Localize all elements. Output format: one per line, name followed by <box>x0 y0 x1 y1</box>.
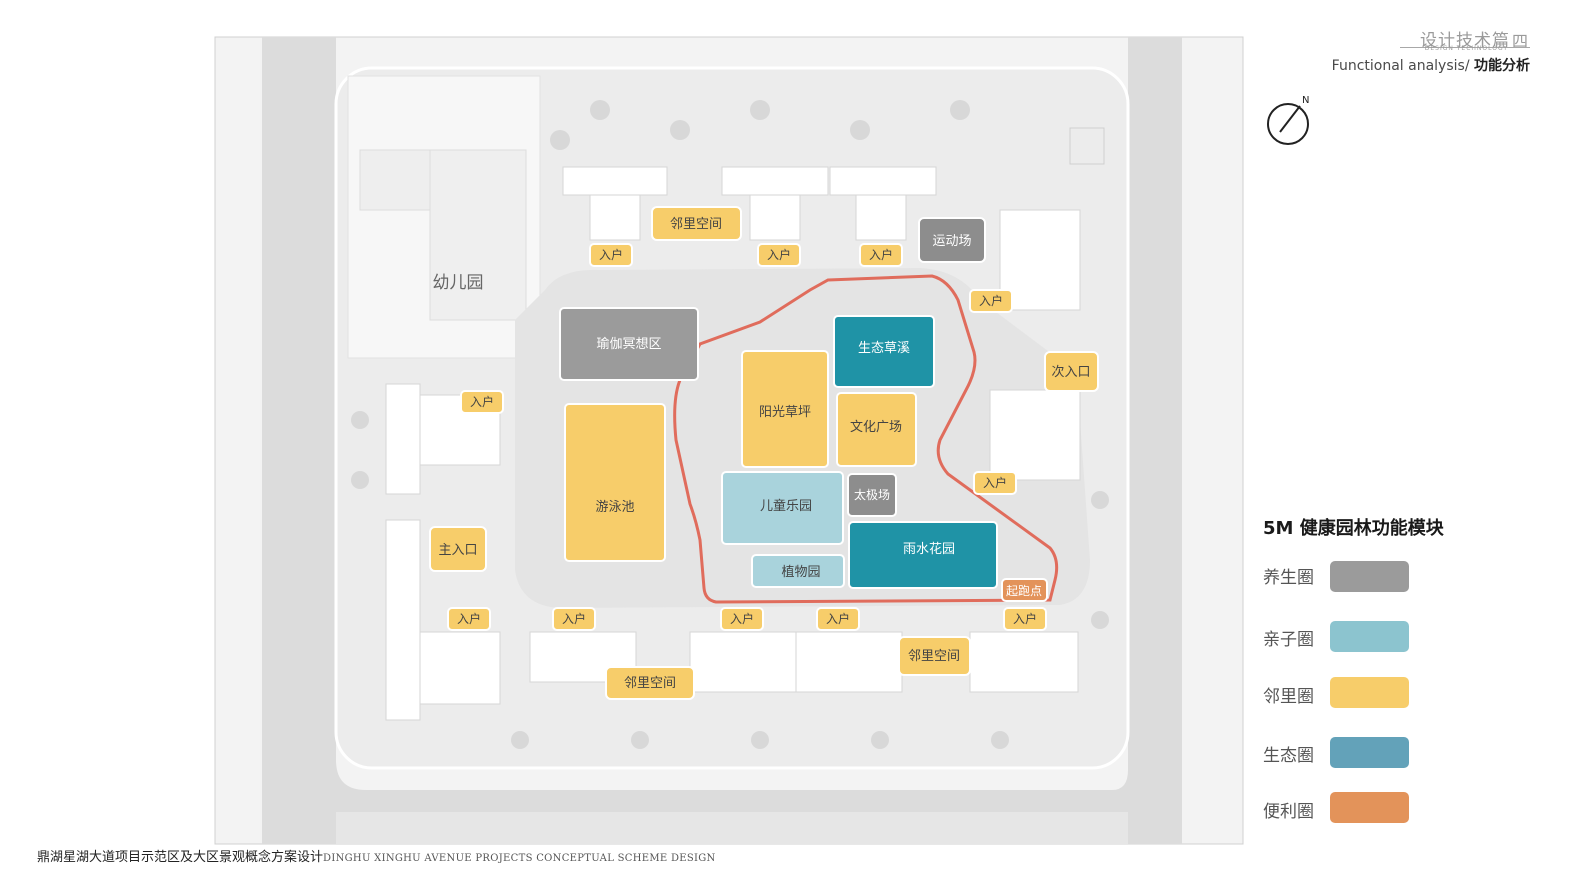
secondary-entrance: 次入口 <box>1044 351 1099 392</box>
unit-entry-4: 入户 <box>969 289 1013 313</box>
zone-eco-creek-label: 生态草溪 <box>858 341 910 356</box>
legend-title: 5M 健康园林功能模块 <box>1263 518 1444 539</box>
kindergarten-label: 幼儿园 <box>433 273 484 293</box>
footer-title: 鼎湖星湖大道项目示范区及大区景观概念方案设计DINGHU XINGHU AVEN… <box>37 846 716 865</box>
unit-entry-9: 入户 <box>720 607 764 631</box>
zone-taichi-label: 太极场 <box>854 487 890 502</box>
kindergarten-building <box>429 149 527 321</box>
zone-sun-lawn: 阳光草坪 <box>741 350 829 468</box>
unit-entry-2: 入户 <box>757 243 801 267</box>
legend-label-yangsheng: 养生圈 <box>1263 568 1314 588</box>
header-rule <box>1400 47 1530 48</box>
neighbor-space-north-label: 邻里空间 <box>670 217 722 232</box>
road-south-lane <box>336 812 1128 844</box>
legend-swatch-linli <box>1330 677 1409 708</box>
zone-sports: 运动场 <box>918 217 986 263</box>
unit-entry-label: 入户 <box>562 611 586 626</box>
unit-entry-7: 入户 <box>447 607 491 631</box>
unit-entry-6: 入户 <box>973 471 1017 495</box>
neighbor-space-se-label: 邻里空间 <box>908 649 960 664</box>
unit-entry-label: 入户 <box>1013 611 1037 626</box>
unit-entry-label: 入户 <box>979 293 1003 308</box>
unit-entry-label: 入户 <box>826 611 850 626</box>
unit-entry-label: 入户 <box>470 394 494 409</box>
legend-swatch-qinzi <box>1330 621 1409 652</box>
zone-taichi: 太极场 <box>847 473 897 517</box>
zone-culture-plaza-label: 文化广场 <box>850 420 902 435</box>
compass-north-label: N <box>1302 95 1309 106</box>
zone-eco-creek: 生态草溪 <box>833 315 935 388</box>
zone-kids-park-label: 儿童乐园 <box>760 498 812 514</box>
zone-rain-garden: 雨水花园 <box>848 521 998 589</box>
page-title-cn: 功能分析 <box>1474 58 1530 74</box>
section-title-cn: 设计技术篇 <box>1420 31 1510 51</box>
legend-label-shengtai: 生态圈 <box>1263 746 1314 766</box>
unit-entry-1: 入户 <box>589 243 633 267</box>
unit-entry-3: 入户 <box>859 243 903 267</box>
page-title-en: Functional analysis/ <box>1331 58 1470 74</box>
footer-title-cn: 鼎湖星湖大道项目示范区及大区景观概念方案设计 <box>37 850 324 865</box>
zone-pool: 游泳池 <box>564 403 666 562</box>
unit-entry-label: 入户 <box>730 611 754 626</box>
kindergarten-court <box>359 149 431 211</box>
unit-entry-5: 入户 <box>460 390 504 414</box>
zone-culture-plaza: 文化广场 <box>836 392 917 467</box>
neighbor-space-south-east: 邻里空间 <box>898 636 971 676</box>
neighbor-space-north: 邻里空间 <box>651 206 742 241</box>
unit-entry-label: 入户 <box>983 475 1007 490</box>
neighbor-space-south-west: 邻里空间 <box>605 666 695 700</box>
legend-swatch-bianli <box>1330 792 1409 823</box>
buildings <box>385 166 1081 721</box>
zone-kids-park: 儿童乐园 <box>721 471 844 545</box>
unit-entry-11: 入户 <box>1003 607 1047 631</box>
corner-pavilion <box>1069 127 1105 165</box>
zone-yoga: 瑜伽冥想区 <box>559 307 699 381</box>
trees <box>351 100 1109 749</box>
secondary-entrance-label: 次入口 <box>1051 364 1090 380</box>
zone-botanical: 植物园 <box>751 554 845 588</box>
unit-entry-label: 入户 <box>599 247 623 262</box>
zone-sun-lawn-label: 阳光草坪 <box>759 405 811 420</box>
main-entrance-label: 主入口 <box>438 543 477 558</box>
zone-botanical-label: 植物园 <box>781 565 820 580</box>
legend-label-qinzi: 亲子圈 <box>1263 630 1314 650</box>
zone-start-point: 起跑点 <box>1001 578 1048 602</box>
unit-entry-8: 入户 <box>552 607 596 631</box>
page-title: Functional analysis/ 功能分析 <box>1332 55 1530 75</box>
unit-entry-label: 入户 <box>457 611 481 626</box>
legend-swatch-shengtai <box>1330 737 1409 768</box>
unit-entry-label: 入户 <box>767 247 791 262</box>
zone-pool-label: 游泳池 <box>595 500 634 515</box>
chapter-numeral: 四 <box>1512 32 1529 51</box>
footer-title-en: DINGHU XINGHU AVENUE PROJECTS CONCEPTUAL… <box>323 853 716 864</box>
compass-icon: N <box>1267 95 1309 145</box>
zone-sports-label: 运动场 <box>932 234 971 249</box>
unit-entry-label: 入户 <box>869 247 893 262</box>
zone-rain-garden-label: 雨水花园 <box>903 541 955 557</box>
neighbor-space-sw-label: 邻里空间 <box>624 676 676 691</box>
main-entrance: 主入口 <box>429 526 487 572</box>
zone-yoga-label: 瑜伽冥想区 <box>596 336 661 352</box>
road-west <box>262 37 336 844</box>
legend-label-bianli: 便利圈 <box>1263 802 1314 822</box>
legend-label-linli: 邻里圈 <box>1263 687 1314 707</box>
unit-entry-10: 入户 <box>816 607 860 631</box>
road-east <box>1128 37 1182 844</box>
running-track <box>673 274 1059 604</box>
legend-swatch-yangsheng <box>1330 561 1409 592</box>
section-title-en: DESIGN TECHNOLOGY <box>1424 45 1508 52</box>
zone-start-point-label: 起跑点 <box>1006 584 1042 598</box>
